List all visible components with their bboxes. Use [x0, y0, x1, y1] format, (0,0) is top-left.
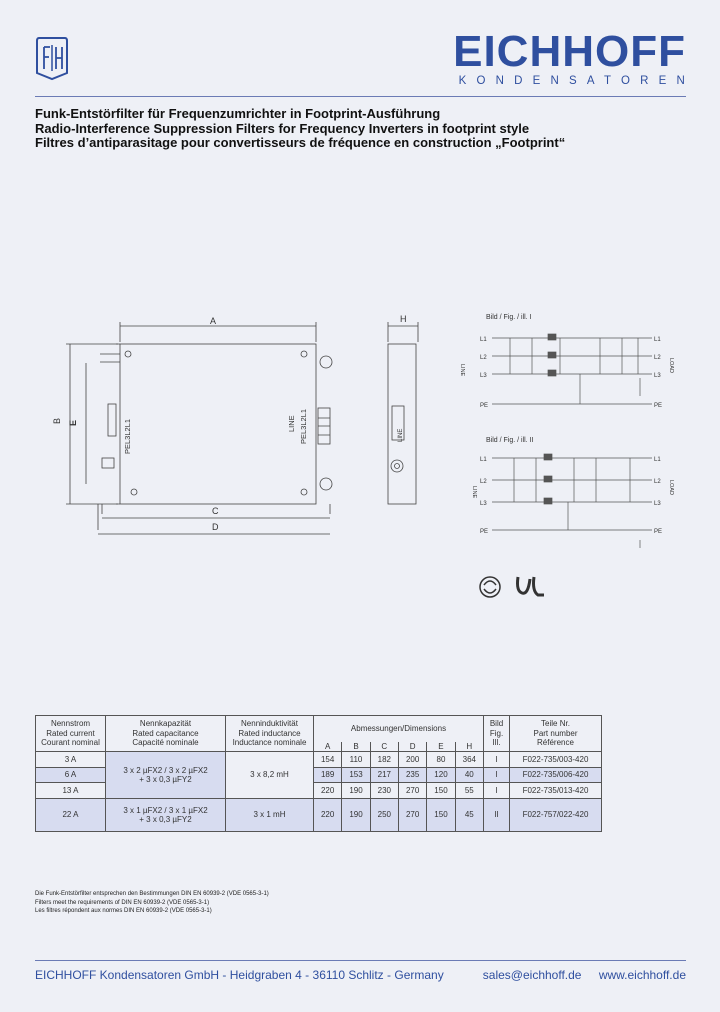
dimension-c-line: [101, 504, 331, 519]
schem2-line-side: LINE: [471, 486, 477, 499]
dim-d-label: D: [212, 522, 219, 532]
footer-web-link[interactable]: www.eichhoff.de: [598, 968, 686, 982]
group2-capacitance: 3 x 1 µFX2 / 3 x 1 µFX2 + 3 x 0,3 µFY2: [105, 797, 226, 832]
schematic-fig2: [492, 453, 652, 548]
schem1-pe-right: PE: [654, 403, 662, 409]
footer-contact: sales@eichhoff.de www.eichhoff.de: [483, 968, 686, 982]
schematic-fig1-title: Bild / Fig. / ill. I: [486, 314, 532, 321]
brand-subtitle: KONDENSATOREN: [458, 75, 695, 87]
screw-bottom-left-icon: [130, 488, 138, 496]
screw-top-left-icon: [124, 350, 132, 358]
line-terminal-label: PEL3L2L1: [299, 409, 308, 444]
group1-inductance: 3 x 8,2 mH: [225, 751, 314, 799]
footer-country: Germany: [394, 968, 444, 982]
note-en: Filters meet the requirements of DIN EN …: [35, 899, 210, 906]
dimension-a-line: [119, 322, 317, 342]
schem1-l2-right: L2: [654, 355, 661, 361]
note-de: Die Funk-Entstörfilter entsprechen den B…: [35, 891, 269, 897]
brand-name: EICHHOFF: [453, 27, 686, 76]
schem2-l1-left: L1: [480, 457, 487, 463]
schem2-l3-right: L3: [654, 501, 661, 507]
schem2-l1-right: L1: [654, 457, 661, 463]
col-capacitance: Nennkapazität Rated capacitance Capacité…: [105, 715, 226, 752]
col-dim-h: H: [454, 741, 485, 752]
col-part-number: Teile Nr. Part number Référence: [509, 715, 602, 752]
dim-e-label: E: [68, 420, 78, 426]
screw-top-right-icon: [300, 350, 308, 358]
spec-table: Nennstrom Rated current Courant nominal …: [35, 715, 602, 832]
dimension-b-line: [66, 343, 118, 505]
title-fr: Filtres d’antiparasitage pour convertiss…: [35, 135, 566, 150]
col-dimensions: Abmessungen/Dimensions: [313, 715, 484, 742]
dimension-h-line: [387, 322, 419, 342]
schem2-l2-right: L2: [654, 479, 661, 485]
footer-address: EICHHOFF Kondensatoren GmbH - Heidgraben…: [35, 968, 444, 982]
schem1-line-side: LINE: [459, 364, 465, 377]
schem2-l2-left: L2: [480, 479, 487, 485]
brand-header: EICHHOFF KONDENSATOREN: [453, 27, 686, 88]
ul-recognized-mark-icon: [516, 576, 544, 597]
side-bolt-icon: [390, 459, 404, 473]
col-figure: Bild Fig. Ill.: [483, 715, 510, 752]
col-dim-d: D: [397, 741, 428, 752]
schem1-load-side: LOAD: [668, 358, 674, 373]
schem1-l3-right: L3: [654, 373, 661, 379]
footer-street: Heidgraben 4: [229, 968, 302, 982]
dim-c-label: C: [212, 506, 219, 516]
group1-capacitance: 3 x 2 µFX2 / 3 x 2 µFX2 + 3 x 0,3 µFY2: [105, 751, 226, 799]
dim-h-label: H: [400, 314, 407, 324]
side-line-label: LINE: [398, 429, 404, 442]
header-rule: [35, 96, 686, 97]
footer-company: EICHHOFF Kondensatoren GmbH: [35, 968, 220, 982]
mount-hole-bottom-right-icon: [319, 477, 333, 491]
table-row: 3 A 3 x 2 µFX2 / 3 x 2 µFX2 + 3 x 0,3 µF…: [35, 751, 602, 799]
line-title-label: LINE: [287, 415, 296, 432]
standards-notes: Die Funk-Entstörfilter entsprechen den B…: [35, 890, 269, 916]
document-titles: Funk-Entstörfilter für Frequenzumrichter…: [35, 106, 566, 151]
schematic-fig1: [492, 333, 652, 405]
footer-city: 36110 Schlitz: [312, 968, 384, 982]
schematic-fig2-title: Bild / Fig. / ill. II: [486, 437, 534, 444]
filter-housing-side-view: [387, 343, 417, 505]
certification-marks: [479, 576, 544, 598]
col-dim-a: A: [312, 741, 343, 752]
load-terminal-block: [107, 403, 117, 437]
col-dim-e: E: [426, 741, 456, 752]
col-dim-b: B: [341, 741, 371, 752]
schem2-load-side: LOAD: [668, 480, 674, 495]
mount-hole-top-right-icon: [319, 355, 333, 369]
schem1-pe-left: PE: [480, 403, 488, 409]
technical-drawing: A B E C D H PEL3L2L1 LINE PEL3L2L1 LINE …: [52, 314, 674, 548]
schem2-pe-right: PE: [654, 529, 662, 535]
col-dim-c: C: [369, 741, 399, 752]
screw-bottom-right-icon: [300, 488, 308, 496]
schem2-pe-left: PE: [480, 529, 488, 535]
schem1-l1-right: L1: [654, 337, 661, 343]
load-terminal-label: PEL3L2L1: [123, 419, 132, 454]
col-inductance: Nenninduktivität Rated inductance Induct…: [225, 715, 314, 752]
eichhoff-logo-icon: [36, 37, 68, 81]
dim-a-label: A: [210, 316, 216, 326]
schem1-l2-left: L2: [480, 355, 487, 361]
title-de: Funk-Entstörfilter für Frequenzumrichter…: [35, 106, 441, 121]
note-fr: Les filtres répondent aux normes DIN EN …: [35, 908, 212, 914]
col-current: Nennstrom Rated current Courant nominal: [35, 715, 106, 752]
schem1-l1-left: L1: [480, 337, 487, 343]
dimension-d-line: [97, 504, 330, 535]
table-row: 22 A 3 x 1 µFX2 / 3 x 1 µFX2 + 3 x 0,3 µ…: [35, 797, 602, 832]
title-en: Radio-Interference Suppression Filters f…: [35, 120, 530, 136]
filter-housing-top-view: [119, 343, 317, 505]
schem1-l3-left: L3: [480, 373, 487, 379]
dim-b-label: B: [52, 418, 62, 424]
schem2-l3-left: L3: [480, 501, 487, 507]
group2-inductance: 3 x 1 mH: [225, 797, 314, 832]
footer-rule: [35, 960, 686, 961]
footer-email-link[interactable]: sales@eichhoff.de: [482, 968, 582, 982]
csa-mark-icon: [479, 576, 501, 598]
